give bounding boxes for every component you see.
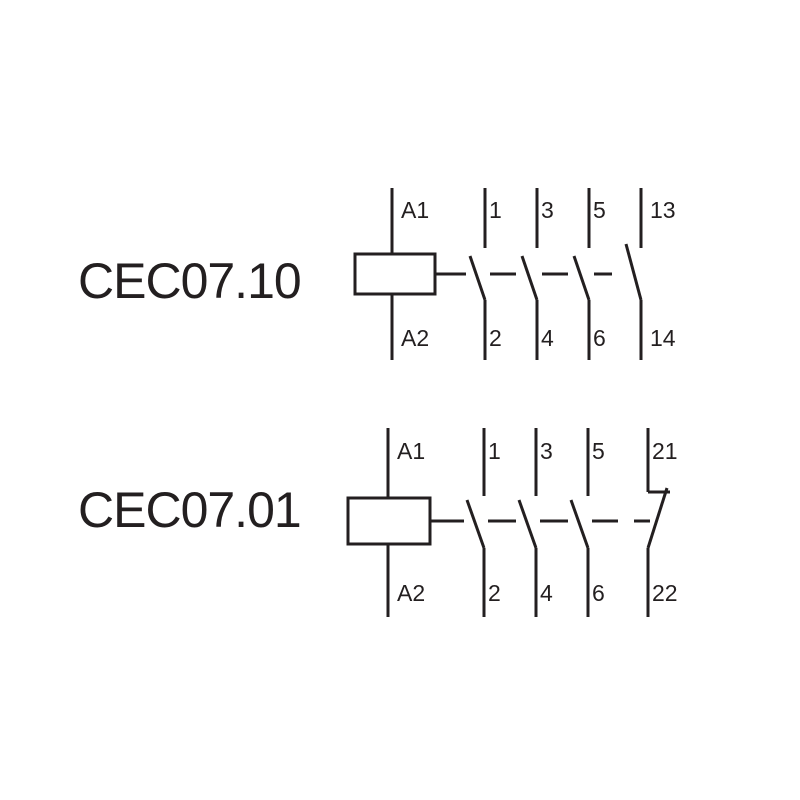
contact-no: 13 14 — [624, 188, 676, 360]
coil-terminal-top: A1 — [397, 438, 425, 464]
contact-no: 5 6 — [572, 188, 606, 360]
coil-symbol: A1 A2 — [353, 188, 437, 360]
contact-terminal-bottom: 4 — [540, 580, 553, 606]
contact-no: 1 2 — [468, 188, 502, 360]
diagram-cec07-10: CEC07.10 A1 A2 1 2 3 — [78, 188, 676, 360]
model-label: CEC07.01 — [78, 482, 301, 538]
contact-terminal-top: 1 — [489, 197, 502, 223]
model-label: CEC07.10 — [78, 253, 301, 309]
contact-no: 3 4 — [520, 188, 554, 360]
coil-terminal-bottom: A2 — [401, 325, 429, 351]
contact-terminal-bottom: 4 — [541, 325, 554, 351]
diagram-cec07-01: CEC07.01 A1 A2 1 2 — [78, 428, 678, 617]
contact-terminal-bottom: 6 — [593, 325, 606, 351]
contact-terminal-top: 5 — [593, 197, 606, 223]
coil-body — [353, 252, 437, 296]
contact-terminal-bottom: 14 — [650, 325, 676, 351]
contact-terminal-bottom: 2 — [489, 325, 502, 351]
contact-no: 3 4 — [517, 428, 553, 617]
coil-terminal-top: A1 — [401, 197, 429, 223]
contact-terminal-top: 1 — [488, 438, 501, 464]
contact-terminal-top: 21 — [652, 438, 678, 464]
contact-no: 1 2 — [465, 428, 501, 617]
contact-terminal-top: 5 — [592, 438, 605, 464]
contact-terminal-bottom: 22 — [652, 580, 678, 606]
contact-terminal-bottom: 6 — [592, 580, 605, 606]
contact-terminal-top: 3 — [540, 438, 553, 464]
contact-no: 5 6 — [569, 428, 605, 617]
contact-terminal-bottom: 2 — [488, 580, 501, 606]
contact-terminal-top: 13 — [650, 197, 676, 223]
coil-terminal-bottom: A2 — [397, 580, 425, 606]
contact-nc: 21 22 — [646, 428, 678, 617]
coil-symbol: A1 A2 — [346, 428, 432, 617]
coil-body — [346, 496, 432, 546]
contact-terminal-top: 3 — [541, 197, 554, 223]
